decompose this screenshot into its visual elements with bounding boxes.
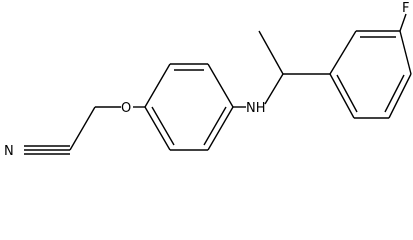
fluorophenyl-ring: [329, 30, 412, 119]
atom-ether-o: O: [121, 101, 131, 116]
bond-amine-to-ch: [264, 73, 284, 105]
chemical-structure: N O NH F: [4, 1, 412, 155]
atom-nitrile-n: N: [4, 144, 14, 155]
bond-ring-to-fluorine: [399, 13, 407, 32]
para-phenylene-ring: [144, 63, 234, 151]
nitrile-triple-bond: [24, 145, 70, 155]
atom-fluorine: F: [402, 1, 409, 16]
bond-nitrile-c-to-ch2: [69, 106, 96, 151]
bond-ch-to-methyl: [258, 30, 284, 75]
atom-amine-nh: NH: [246, 101, 266, 116]
